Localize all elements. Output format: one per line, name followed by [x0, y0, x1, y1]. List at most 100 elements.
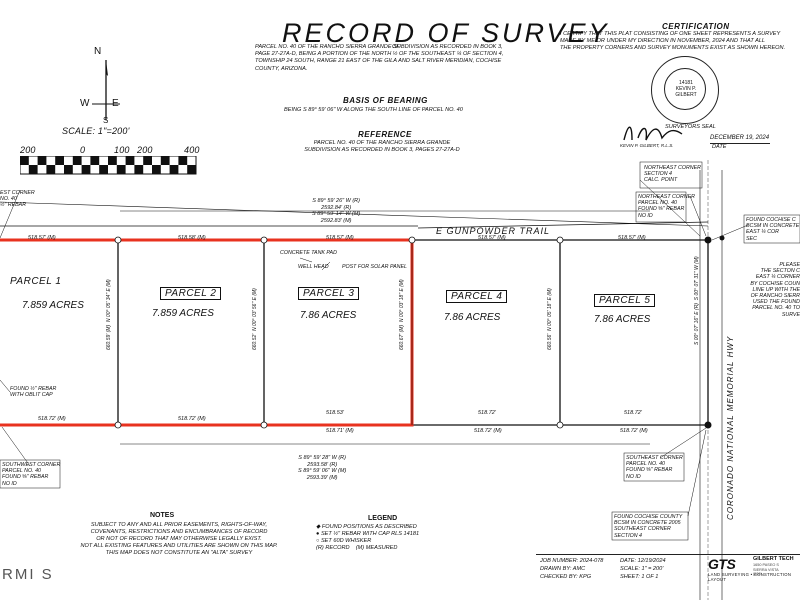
- scale-cell: [116, 165, 126, 174]
- callout-line: PARCEL NO. 40: [638, 200, 677, 207]
- cert-line: I CERTIFY THAT THIS PLAT CONSISTING OF O…: [560, 31, 781, 37]
- legend-item: ○ SET 60D WHISKER: [316, 538, 419, 545]
- tb-scale: SCALE: 1" = 200': [620, 566, 664, 572]
- scale-tick: 0: [80, 145, 86, 155]
- north-dim: 518.58' (M): [178, 235, 206, 241]
- title-of: OF: [392, 44, 400, 50]
- south-dim-m: 518.72' (M): [474, 428, 502, 434]
- callout-line: SOUTHEAST CORNER: [614, 526, 671, 533]
- callout-line: SOUTHWEST CORNER: [2, 462, 61, 468]
- legend: ◆ FOUND POSITIONS AS DESCRIBED ● SET ½" …: [316, 524, 419, 552]
- parcel-4-name: PARCEL 4: [446, 290, 508, 303]
- callout-line: EST CORNER: [0, 190, 35, 196]
- callout-se-section: FOUND COCHISE COUNTY BCSM IN CONCRETE 20…: [614, 514, 682, 539]
- company-logo: GTS: [708, 556, 736, 572]
- north-dim: 518.57' (M): [618, 235, 646, 241]
- firm-address: 1650 PASEO S SIERRA VISTA (520): [753, 563, 779, 577]
- callout-line: CALC. POINT: [644, 177, 678, 184]
- scale-cell: [72, 156, 82, 165]
- callout-line: ½" REBAR: [0, 202, 27, 209]
- parcel-1-acres: 7.859 ACRES: [22, 300, 84, 311]
- parcel-3-name: PARCEL 3: [298, 287, 360, 300]
- reference-text: PARCEL NO. 40 OF THE RANCHO SIERRA GRAND…: [282, 140, 482, 154]
- callout-line: BCSM IN CONCRETE: [746, 223, 800, 230]
- callout-line: FOUND ½" REBAR: [10, 386, 57, 392]
- scale-cell: [64, 165, 73, 174]
- north-dim: 518.57' (M): [326, 235, 354, 241]
- seal-text: 14181 KEVIN P. GILBERT: [672, 80, 700, 98]
- street-name: E GUNPOWDER TRAIL: [436, 226, 551, 236]
- firm-name: GILBERT TECH: [753, 556, 794, 562]
- callout-line: PARCEL NO. 40 TO: [752, 305, 800, 312]
- north-dim: 518.57' (M): [28, 235, 56, 241]
- north-dim: 518.57' (M): [478, 235, 506, 241]
- scale-cell: [178, 156, 188, 165]
- callout-line: BY COCHISE COUN: [750, 280, 800, 287]
- parcel-1-name: PARCEL 1: [10, 276, 62, 287]
- bearing-line: S 89° 59' 26" W (R): [312, 198, 360, 204]
- callout-found-cochise: FOUND COCHISE C BCSM IN CONCRETE EAST ¼ …: [746, 217, 799, 242]
- footer-stamp: RMI S: [2, 566, 54, 583]
- title-line: PAGE 27-27A-D, BEING A PORTION OF THE NO…: [255, 51, 504, 58]
- title-line: TOWNSHIP 24 SOUTH, RANGE 21 EAST OF THE …: [255, 58, 502, 65]
- south-dim: 518.72' (M): [38, 416, 66, 422]
- vertical-dim: 660.52' N 00° 03' 56" E (M): [252, 288, 258, 350]
- scale-cell: [55, 156, 64, 165]
- scale-cell: [108, 156, 117, 165]
- callout-line: NO. 40: [0, 196, 17, 203]
- south-dim: 518.72': [478, 410, 496, 416]
- firm-line: (520): [753, 572, 762, 577]
- callout-line: WITH OBLIT CAP: [10, 392, 53, 399]
- parcel-5-acres: 7.86 ACRES: [594, 314, 651, 325]
- scale-tick: 100: [114, 145, 130, 155]
- north-arrow-icon: [92, 60, 120, 120]
- signature-icon: [623, 126, 683, 141]
- callout-post: POST FOR SOLAR PANEL: [342, 264, 407, 270]
- scale-cell: [169, 165, 179, 174]
- vdim-text: 660.59' (M): [106, 324, 112, 350]
- vdim-text: N 00° 03' 18" E (M): [399, 279, 405, 323]
- page-title: RECORD OF SURVEY: [282, 18, 610, 48]
- callout-line: SURVE: [781, 311, 800, 318]
- north-label: N: [94, 46, 102, 57]
- scale-cell: [37, 156, 47, 165]
- seal-name: KEVIN P. GILBERT: [675, 86, 697, 98]
- parcel-5-name: PARCEL 5: [594, 294, 656, 307]
- callout-line: USED THE FOUND: [752, 299, 800, 306]
- scale-cell: [160, 156, 170, 165]
- callout-line: SEC: [746, 235, 757, 242]
- note-line: THIS MAP DOES NOT CONSTITUTE AN "ALTA" S…: [105, 550, 253, 556]
- callout-line: NO ID: [2, 480, 17, 487]
- callout-line: EAST ¼ CORNER: [755, 274, 800, 281]
- surveyor-seal: [651, 56, 719, 124]
- callout-well-head: WELL HEAD: [298, 264, 329, 270]
- basis-title: BASIS OF BEARING: [343, 96, 428, 105]
- callout-line: THE SECTON C: [760, 268, 800, 275]
- callout-line: SECTION 4: [614, 532, 642, 539]
- callout-se-parcel: SOUTHEAST CORNER PARCEL NO. 40 FOUND ⅝" …: [626, 455, 683, 480]
- title-block: [536, 554, 800, 601]
- callout-please: PLEASE THE SECTON C EAST ¼ CORNER BY COC…: [738, 262, 800, 318]
- logo-subtitle: LAND SURVEYING • CONSTRUCTION LAYOUT: [708, 572, 792, 582]
- scale-cell: [152, 165, 161, 174]
- sheet-number: SHEET: 1 OF 1: [620, 574, 659, 580]
- checked-by: CHECKED BY: KPG: [540, 574, 592, 580]
- vdim-text: N 00° 05' 34" E (M): [106, 279, 112, 323]
- callout-ne-section: NORTHEAST CORNER SECTION 4 CALC. POINT: [644, 165, 701, 184]
- scale-cell: [187, 165, 196, 174]
- legend-measured: (M) MEASURED: [355, 545, 398, 551]
- legend-label: FOUND POSITIONS AS DESCRIBED: [321, 524, 417, 530]
- firm-line: 1650 PASEO S: [753, 563, 779, 567]
- callout-line: FOUND ⅝" REBAR: [638, 206, 685, 213]
- scale-cell: [20, 156, 29, 165]
- bearing-line: 2593.58' (R): [307, 461, 338, 468]
- scale-bar: [20, 156, 197, 175]
- south-dim: 518.72' (M): [178, 416, 206, 422]
- callout-line: SOUTHEAST CORNER: [626, 455, 683, 461]
- date-label: DATE: [712, 144, 727, 150]
- seal-number: 14181: [679, 80, 693, 86]
- vertical-dim: 660.59' (M) N 00° 05' 34" E (M): [106, 279, 112, 350]
- highway-name: CORONADO NATIONAL MEMORIAL HWY: [726, 335, 735, 520]
- callout-line: SECTION 4: [644, 171, 672, 178]
- callout-line: NORTHEAST CORNER: [638, 194, 695, 200]
